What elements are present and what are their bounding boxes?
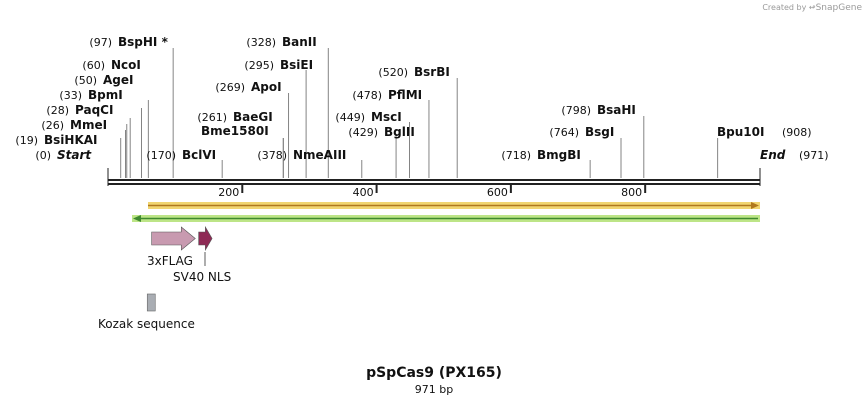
site-position-bpu10i: (908) [782, 126, 812, 139]
site-name-bsihkai: BsiHKAI [44, 133, 98, 147]
ruler-label-800: 800 [621, 186, 642, 199]
site-position-bglii: (429) [348, 126, 378, 139]
site-position-bsgi: (764) [549, 126, 579, 139]
site-name-bsphi: BspHI * [118, 35, 169, 49]
site-position-start: (0) [35, 149, 51, 162]
restriction-site-end: End (971) [760, 148, 829, 162]
feature-label-kozak-sequence: Kozak sequence [98, 317, 195, 331]
site-position-mmei: (26) [41, 119, 64, 132]
site-position-end: (971) [799, 149, 829, 162]
site-name-paqci: PaqCI [75, 103, 113, 117]
restriction-site-agei: AgeI (50) [74, 73, 142, 178]
restriction-site-bpu10i: Bpu10I (908) [717, 125, 812, 178]
site-name-bpmi: BpmI [88, 88, 123, 102]
site-name-apoi: ApoI [251, 80, 282, 94]
site-position-bsihkai: (19) [15, 134, 38, 147]
restriction-site-bsrbi: BsrBI (520) [378, 65, 458, 178]
site-name-pflmi: PflMI [388, 88, 422, 102]
restriction-site-bsgi: BsgI (764) [549, 125, 622, 178]
snapgene-credit: Created by ↫SnapGene [762, 3, 862, 13]
reverse-strand-arrowhead [133, 215, 141, 222]
site-name-ncoi: NcoI [111, 58, 141, 72]
restriction-site-paqci: PaqCI (28) [46, 103, 128, 178]
site-name-bme1580i: Bme1580I [201, 124, 269, 138]
site-name-bsgi: BsgI [585, 125, 614, 139]
feature-3xflag-arrow [151, 226, 196, 251]
site-position-bpmi: (33) [59, 89, 82, 102]
site-name-nmeaiii: NmeAIII [293, 148, 346, 162]
ruler-label-200: 200 [218, 186, 239, 199]
ruler-label-400: 400 [353, 186, 374, 199]
restriction-site-bsihkai: BsiHKAI (19) [15, 133, 122, 178]
restriction-site-banii: BanII (328) [246, 35, 329, 178]
plasmid-title: pSpCas9 (PX165) [366, 365, 502, 381]
site-position-nmeaiii: (378) [257, 149, 287, 162]
site-position-bmgbi: (718) [501, 149, 531, 162]
restriction-site-pflmi: PflMI (478) [352, 88, 430, 178]
site-name-agei: AgeI [103, 73, 133, 87]
restriction-site-ncoi: NcoI (60) [82, 58, 149, 178]
restriction-site-bclvi: BclVI (170) [146, 148, 223, 178]
site-position-bsphi: (97) [89, 36, 112, 49]
site-position-bsrbi: (520) [378, 66, 408, 79]
site-name-msci: MscI [371, 110, 402, 124]
feature-sv40-nls-arrow [198, 225, 213, 252]
site-position-agei: (50) [74, 74, 97, 87]
site-name-bsahi: BsaHI [597, 103, 636, 117]
site-name-end: End [760, 148, 786, 162]
restriction-site-bsahi: BsaHI (798) [561, 103, 645, 178]
site-position-banii: (328) [246, 36, 276, 49]
forward-strand-arrowhead [751, 202, 759, 209]
site-position-apoi: (269) [215, 81, 245, 94]
site-position-paqci: (28) [46, 104, 69, 117]
restriction-site-bmgbi: BmgBI (718) [501, 148, 591, 178]
site-position-ncoi: (60) [82, 59, 105, 72]
restriction-site-baegi: BaeGI (261) [197, 110, 284, 178]
site-name-bclvi: BclVI [182, 148, 216, 162]
restriction-site-bme1580i: Bme1580I [201, 124, 284, 178]
restriction-site-bsiei: BsiEI (295) [244, 58, 313, 178]
site-name-bmgbi: BmgBI [537, 148, 581, 162]
site-name-bsrbi: BsrBI [414, 65, 450, 79]
site-name-banii: BanII [282, 35, 317, 49]
site-name-bglii: BglII [384, 125, 415, 139]
site-name-baegi: BaeGI [233, 110, 273, 124]
site-position-msci: (449) [335, 111, 365, 124]
feature-label-sv40-nls: SV40 NLS [173, 270, 231, 284]
site-position-baegi: (261) [197, 111, 227, 124]
restriction-site-bglii: BglII (429) [348, 125, 415, 178]
restriction-site-bsphi: BspHI * (97) [89, 35, 174, 178]
credit-prefix: Created by [762, 3, 807, 12]
credit-brand: SnapGene [815, 3, 862, 13]
site-position-bsahi: (798) [561, 104, 591, 117]
feature-label-3xflag: 3xFLAG [147, 254, 193, 268]
restriction-site-bpmi: BpmI (33) [59, 88, 131, 178]
restriction-site-start: Start (0) [35, 148, 92, 162]
site-name-start: Start [57, 148, 92, 162]
site-name-bpu10i: Bpu10I [717, 125, 764, 139]
restriction-site-msci: MscI (449) [335, 110, 410, 178]
restriction-site-mmei: MmeI (26) [41, 118, 126, 178]
site-name-bsiei: BsiEI [280, 58, 313, 72]
site-position-bclvi: (170) [146, 149, 176, 162]
ruler-label-600: 600 [487, 186, 508, 199]
site-name-mmei: MmeI [70, 118, 107, 132]
restriction-site-nmeaiii: NmeAIII (378) [257, 148, 363, 178]
snapgene-logo-icon: ↫ [808, 3, 816, 12]
plasmid-length: 971 bp [414, 383, 454, 396]
site-position-pflmi: (478) [352, 89, 382, 102]
restriction-site-apoi: ApoI (269) [215, 80, 290, 178]
site-position-bsiei: (295) [244, 59, 274, 72]
feature-kozak-sequence-box [146, 293, 156, 312]
